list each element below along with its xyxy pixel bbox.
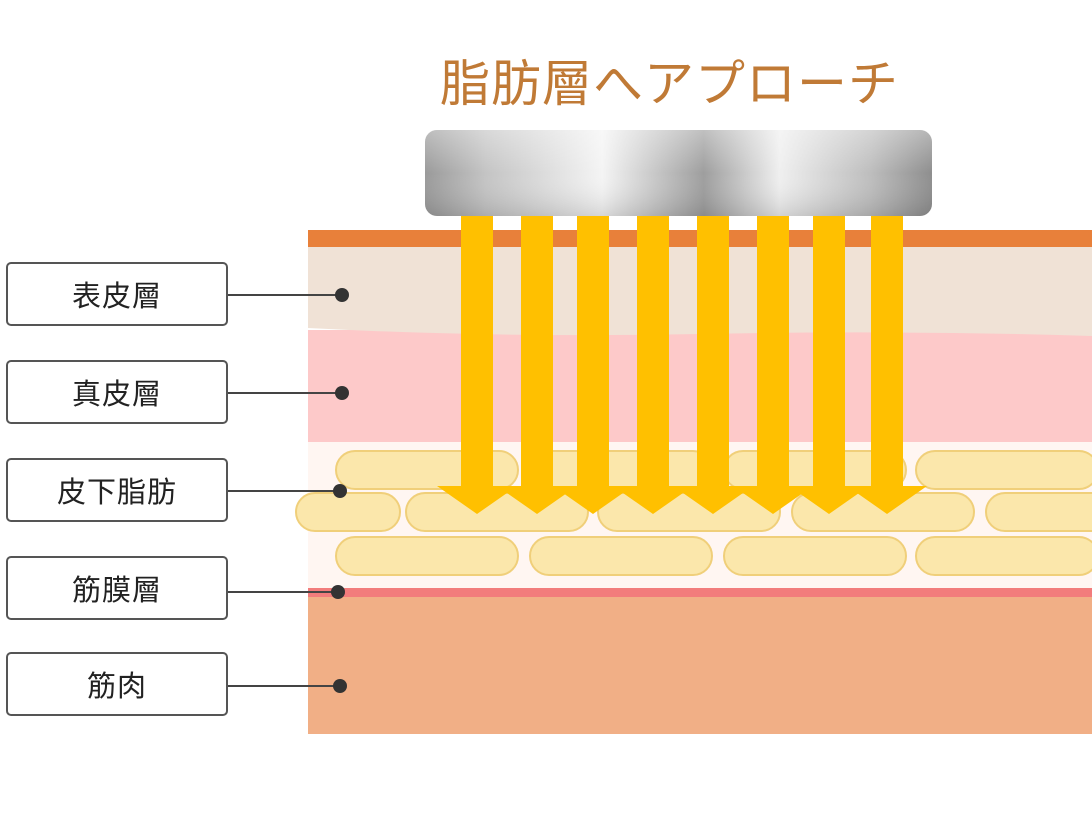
label-fascia: 筋膜層 (6, 556, 228, 620)
marker-subcutaneous-fat (333, 484, 347, 498)
energy-arrow-icon (733, 216, 813, 514)
marker-dermis (335, 386, 349, 400)
energy-arrow-icon (437, 216, 517, 514)
label-subcutaneous-fat: 皮下脂肪 (6, 458, 228, 522)
energy-arrow-icon (553, 216, 633, 514)
diagram-title: 脂肪層へアプローチ (440, 55, 899, 113)
connector-muscle (228, 685, 338, 687)
muscle-layer (308, 596, 1092, 734)
marker-muscle (333, 679, 347, 693)
connector-dermis (228, 392, 342, 394)
device-head-icon (425, 130, 932, 216)
energy-arrow-icon (789, 216, 869, 514)
label-dermis: 真皮層 (6, 360, 228, 424)
marker-fascia (331, 585, 345, 599)
fascia-layer (308, 587, 1092, 597)
fat-cells (295, 450, 1092, 576)
connector-fascia (228, 591, 336, 593)
energy-arrows (437, 216, 927, 514)
connector-epidermis (228, 294, 342, 296)
connector-subcutaneous-fat (228, 490, 338, 492)
label-muscle: 筋肉 (6, 652, 228, 716)
energy-arrow-icon (613, 216, 693, 514)
energy-arrow-icon (497, 216, 577, 514)
label-epidermis: 表皮層 (6, 262, 228, 326)
energy-arrow-icon (673, 216, 753, 514)
energy-arrow-icon (847, 216, 927, 514)
marker-epidermis (335, 288, 349, 302)
